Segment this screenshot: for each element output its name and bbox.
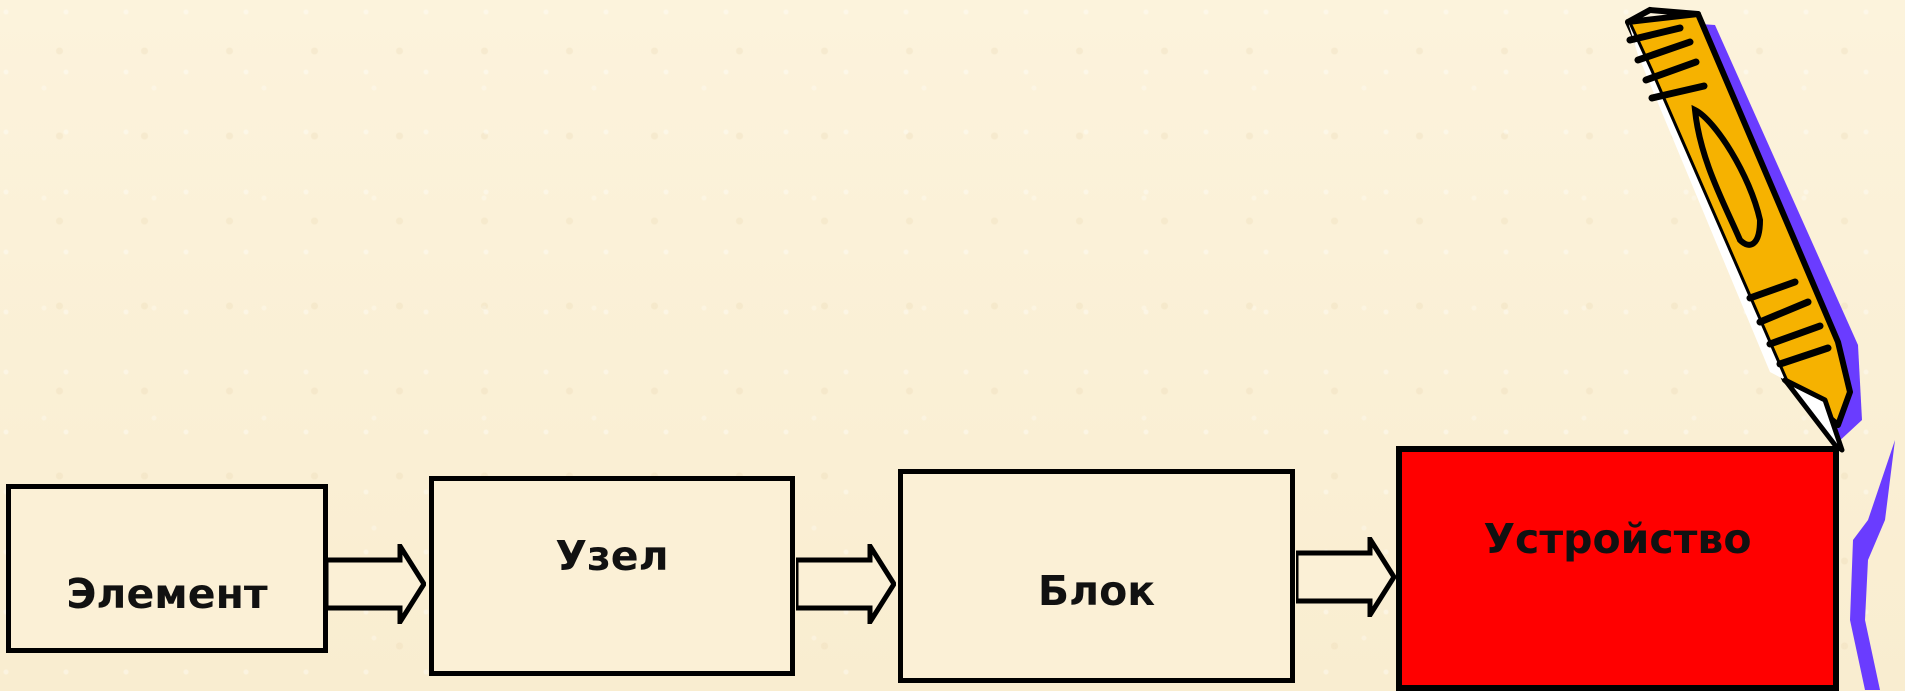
node-ustroystvo: Устройство	[1396, 446, 1839, 691]
node-element: Элемент	[6, 484, 328, 653]
arrow-blok-to-ustroystvo	[1296, 537, 1396, 617]
pencil-icon	[1625, 6, 1895, 690]
arrow-element-to-uzel	[326, 544, 426, 624]
node-element-label: Элемент	[66, 569, 268, 618]
node-uzel: Узел	[429, 476, 795, 676]
node-uzel-label: Узел	[555, 532, 669, 580]
node-blok: Блок	[898, 469, 1295, 683]
node-blok-label: Блок	[1037, 567, 1156, 615]
node-ustroystvo-label: Устройство	[1483, 514, 1752, 563]
arrow-uzel-to-blok	[796, 544, 896, 624]
